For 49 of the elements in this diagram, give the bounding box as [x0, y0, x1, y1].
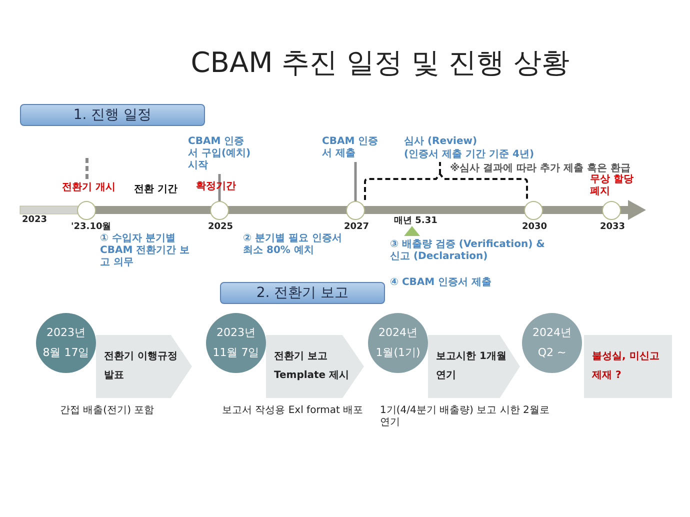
year-label: 2030: [522, 221, 548, 233]
date-text: 8월 17일: [42, 345, 90, 361]
milestone-circle: [524, 201, 543, 220]
callout-text: (인증서 제출 기간 기준 4년): [404, 149, 534, 161]
callout-text: CBAM 인증서 구입(예치)시작: [188, 136, 254, 172]
status-box: [584, 335, 672, 398]
callout-text: ④ CBAM 인증서 제출: [390, 277, 493, 289]
phase-label: 무상 할당 폐지: [590, 174, 634, 198]
deadline-label: 매년 5.31: [394, 215, 438, 227]
leader-line: [218, 174, 221, 201]
date-text: 2023년: [216, 325, 256, 341]
callout-text: ① 수입자 분기별 CBAM 전환기간 보고 의무: [100, 233, 191, 269]
phase-label: 확정기간: [196, 181, 236, 193]
step-text: 보고시한 1개월 연기: [436, 350, 508, 383]
step-text: 불성실, 미신고 제재 ?: [592, 350, 660, 383]
date-text: 11월 7일: [212, 345, 260, 361]
callout-text: ② 분기별 필요 인증서 최소 80% 예치: [243, 233, 343, 257]
note-text: ※심사 결과에 따라 추가 제출 혹은 환급: [450, 163, 631, 174]
note-text: 1기(4/4분기 배출량) 보고 시한 2월로 연기: [380, 405, 550, 429]
section-header: 2. 전환기 보고: [220, 282, 385, 304]
section-header: 1. 진행 일정: [20, 104, 205, 126]
year-label: 2027: [344, 221, 370, 233]
year-label: 2025: [208, 221, 234, 233]
step-text: 전환기 보고 Template 제시: [274, 350, 350, 383]
title: CBAM 추진 일정 및 진행 상황: [190, 45, 570, 81]
date-text: 2023년: [46, 325, 86, 341]
date-text: 2024년: [378, 325, 418, 341]
callout-text: ③ 배출량 검증 (Verification) & 신고 (Declaration): [390, 239, 546, 263]
year-label: '23.10월: [71, 221, 112, 233]
milestone-circle: [77, 201, 96, 220]
year-label: 2033: [600, 221, 626, 233]
phase-label: 전환기 개시: [62, 182, 116, 194]
chevron-shape: [96, 335, 192, 398]
chevron-shape: [428, 335, 520, 398]
leader-line: [354, 162, 357, 201]
callout-text: CBAM 인증서 제출: [322, 136, 388, 160]
milestone-circle: [602, 201, 621, 220]
date-text: 2024년: [532, 325, 572, 341]
date-text: Q2 ~: [536, 345, 568, 361]
chevron-shape: [266, 335, 364, 398]
note-text: 간접 배출(전기) 포함: [60, 405, 154, 417]
milestone-circle: [210, 201, 229, 220]
year-label: 2023: [22, 214, 48, 226]
date-text: 1월(1기): [374, 345, 422, 361]
milestone-circle: [346, 201, 365, 220]
phase-label: 전환 기간: [134, 184, 178, 196]
note-text: 보고서 작성용 Exl format 배포: [222, 405, 364, 417]
callout-text: 심사 (Review): [404, 136, 478, 148]
step-text: 전환기 이행규정 발표: [104, 350, 178, 383]
